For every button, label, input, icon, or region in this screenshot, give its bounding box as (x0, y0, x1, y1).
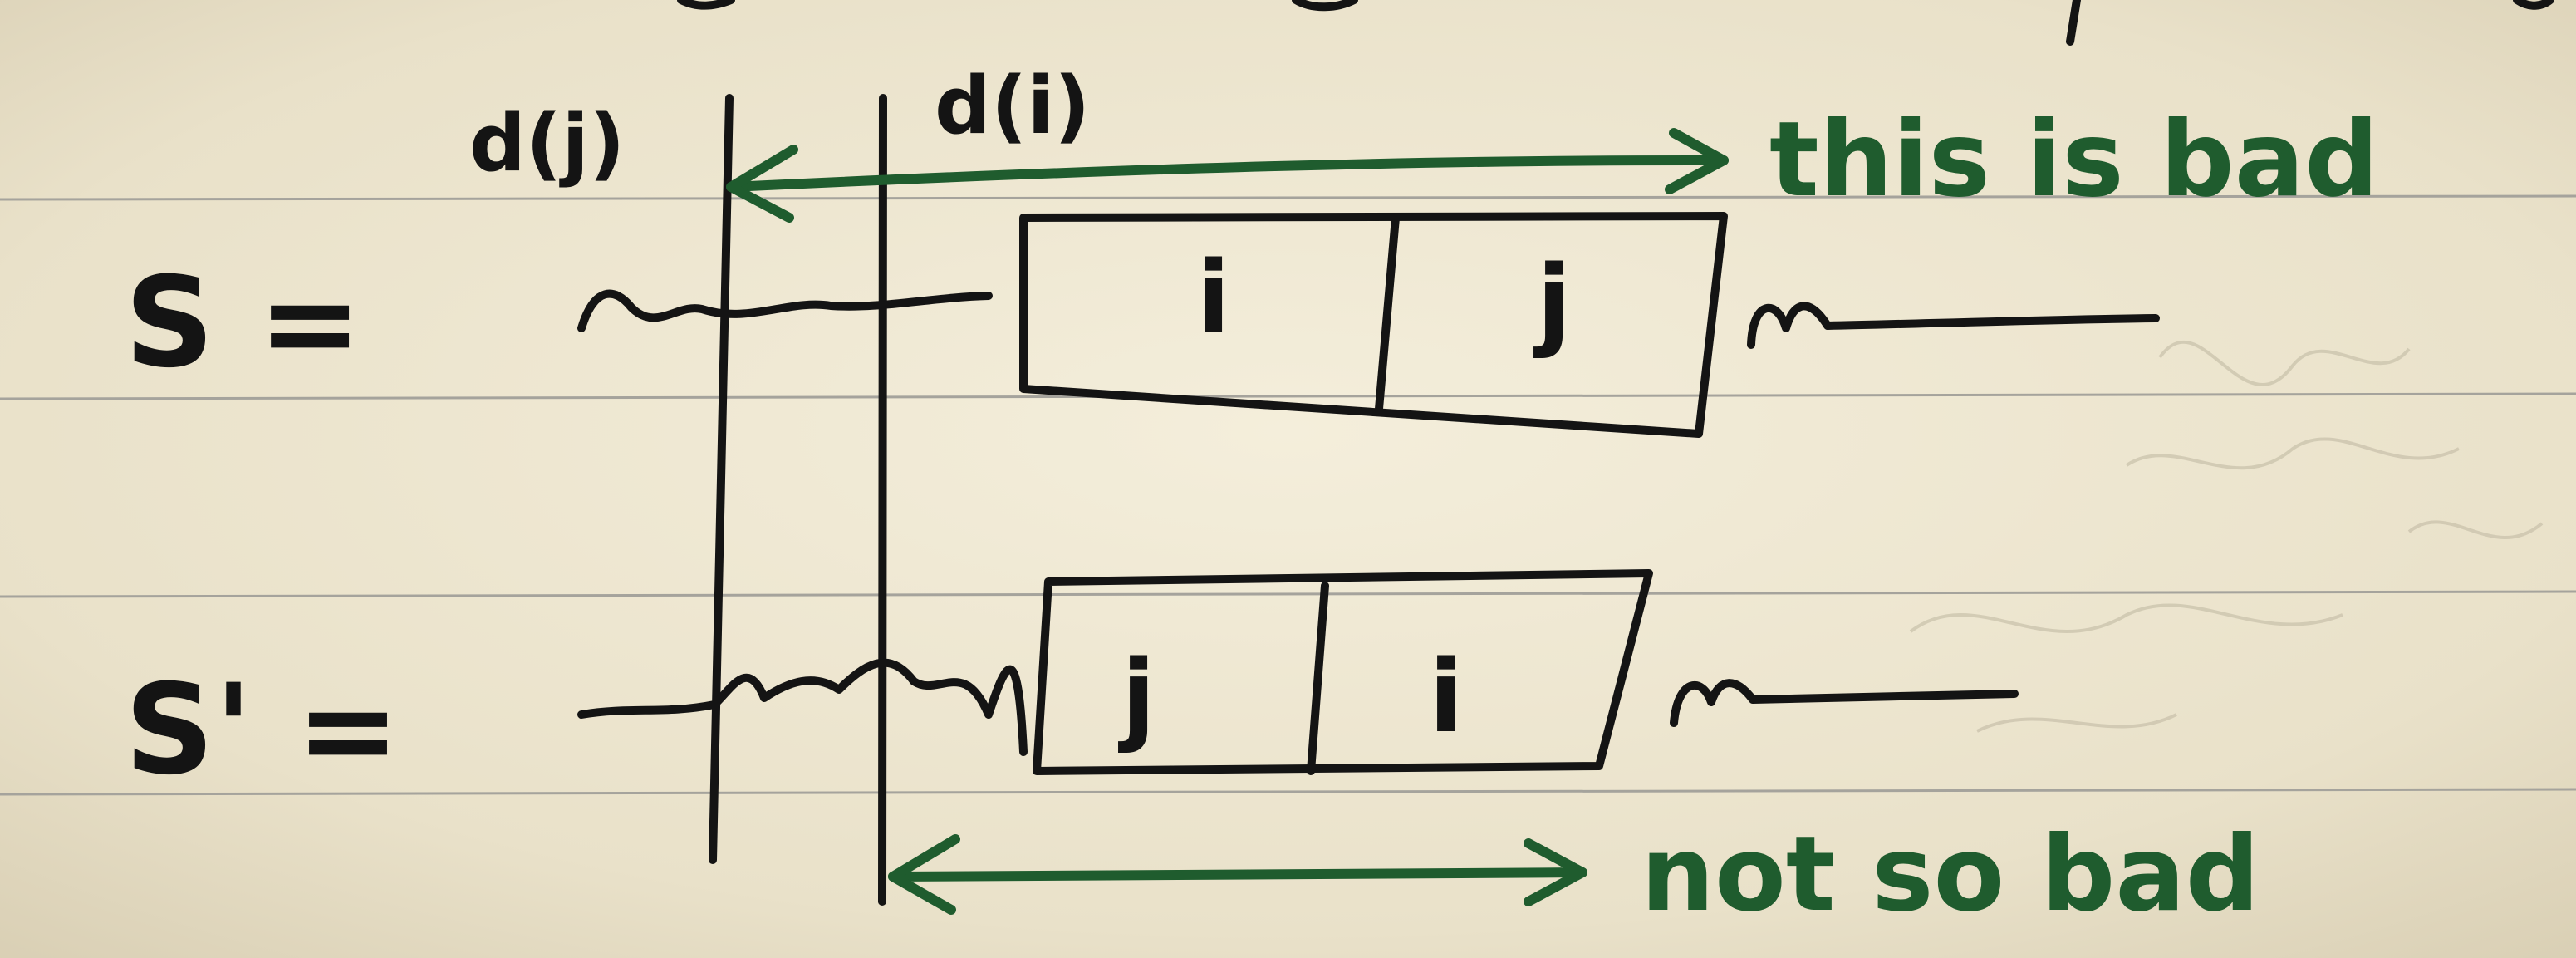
bad-lateness-arrow (726, 128, 1729, 223)
sp-squiggle-left (577, 658, 1028, 756)
not-so-bad-lateness-arrow (888, 834, 1587, 915)
s-job-i: i (1196, 241, 1230, 356)
s-squiggle-right (1747, 302, 2160, 349)
rule-line-1 (0, 194, 2576, 201)
sp-squiggle-right (1670, 679, 2019, 727)
top-edge-scribbles (677, 0, 2554, 46)
schedule-s-row (577, 212, 2160, 438)
deadline-line-di (878, 94, 887, 906)
rule-line-3 (0, 590, 2576, 598)
s-box-outline (1019, 212, 1728, 438)
schedule-s-prime-row (577, 569, 2019, 775)
rule-line-2 (0, 392, 2576, 400)
sp-job-j: j (1118, 640, 1156, 755)
rule-line-4 (0, 788, 2576, 796)
ruled-lines (0, 194, 2576, 796)
schedule-s-label: S = (125, 251, 362, 395)
deadline-line-dj (709, 94, 734, 864)
not-so-bad-arrow-left-head (888, 834, 960, 915)
show-through-marks (1909, 340, 2544, 733)
bad-arrow-right-head (1665, 128, 1729, 194)
note-this-is-bad: this is bad (1769, 100, 2379, 220)
s-job-j: j (1533, 245, 1571, 361)
bad-arrow-shaft (726, 155, 1729, 192)
sp-box-divider (1307, 582, 1329, 775)
bad-arrow-left-head (726, 145, 798, 223)
schedule-s-prime-label: S' = (125, 658, 400, 803)
not-so-bad-arrow-shaft (888, 867, 1587, 882)
sp-box-outline (1033, 569, 1653, 775)
note-not-so-bad: not so bad (1641, 814, 2260, 935)
deadline-lines (709, 94, 887, 906)
not-so-bad-arrow-right-head (1524, 838, 1587, 906)
s-box-divider (1375, 214, 1400, 413)
deadline-label-dj: d(j) (469, 98, 625, 189)
s-squiggle-left (577, 289, 993, 332)
sp-job-i: i (1429, 640, 1463, 755)
deadline-label-di: d(i) (935, 61, 1090, 152)
